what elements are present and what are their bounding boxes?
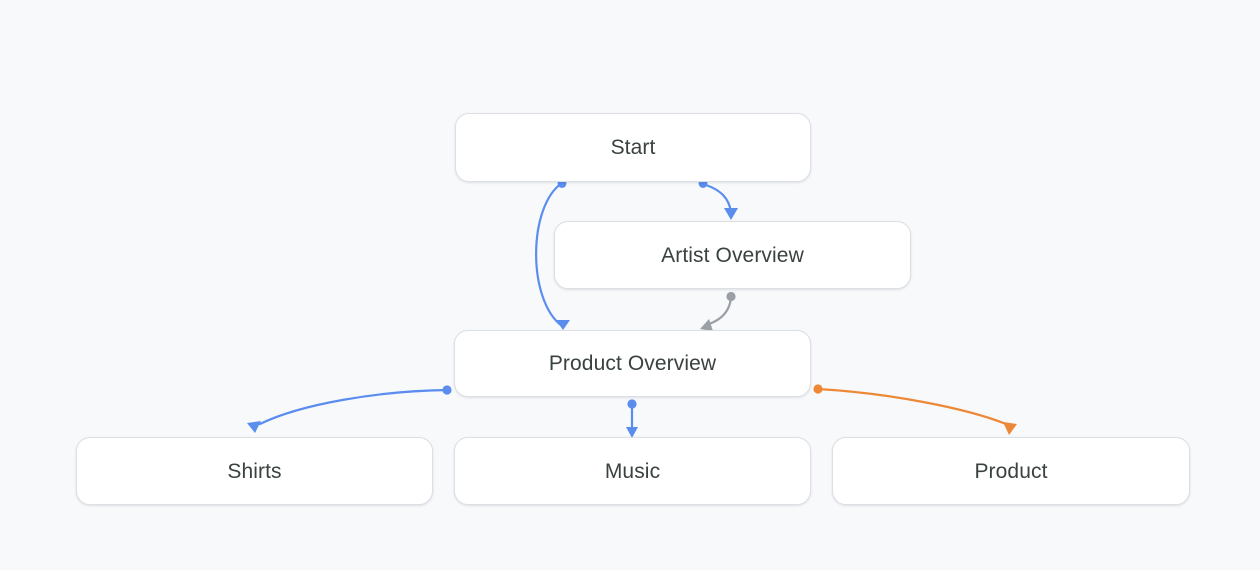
edge-source-dot: [813, 384, 823, 394]
edge-artist-overview-to-product-overview: [700, 291, 736, 331]
edge-path: [258, 388, 449, 426]
edge-arrowhead: [247, 421, 261, 433]
node-artist-overview[interactable]: Artist Overview: [554, 221, 911, 289]
edge-product-overview-to-shirts: [247, 385, 452, 433]
edge-source-dot: [726, 291, 736, 302]
node-label: Start: [610, 136, 656, 159]
node-product[interactable]: Product: [832, 437, 1190, 505]
edge-path: [701, 182, 733, 214]
edge-arrowhead: [1003, 422, 1017, 435]
edge-product-overview-to-music: [626, 399, 638, 438]
edge-source-dot: [442, 385, 452, 395]
node-label: Shirts: [227, 459, 282, 483]
node-product-overview[interactable]: Product Overview: [454, 330, 811, 397]
edge-path: [816, 387, 1008, 426]
node-label: Music: [604, 459, 661, 483]
edge-arrowhead: [556, 320, 570, 330]
node-shirts[interactable]: Shirts: [76, 437, 433, 505]
edge-path: [707, 295, 733, 326]
node-label: Product: [974, 459, 1048, 483]
node-label: Product Overview: [548, 352, 717, 375]
node-music[interactable]: Music: [454, 437, 811, 505]
edge-source-dot: [627, 399, 637, 409]
node-start[interactable]: Start: [455, 113, 811, 182]
edge-start-to-artist-overview: [698, 179, 738, 220]
node-label: Artist Overview: [661, 243, 804, 267]
edge-arrowhead: [724, 208, 738, 220]
edge-product-overview-to-product: [813, 384, 1017, 435]
